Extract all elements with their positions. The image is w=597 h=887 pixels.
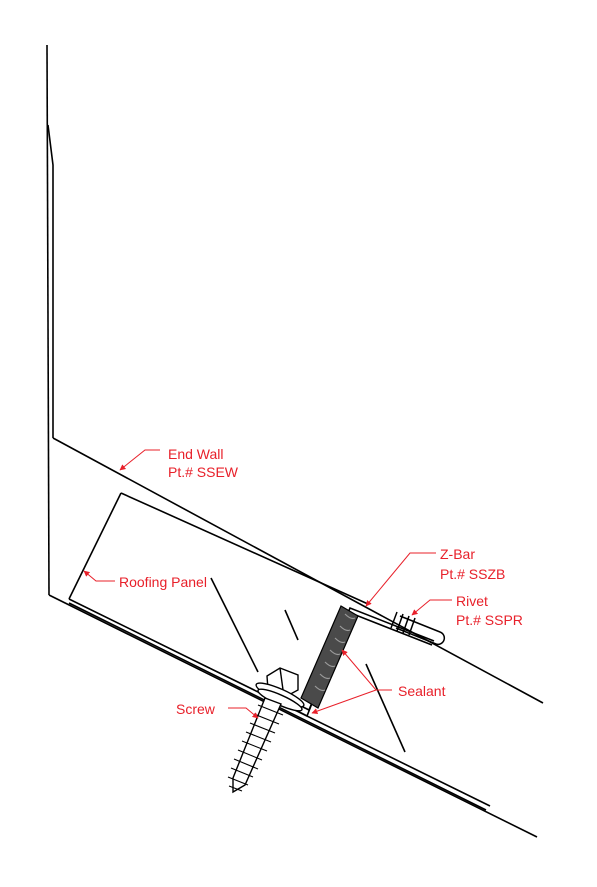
end-wall-part-label: Pt.# SSEW [168, 464, 239, 480]
z-bar-label: Z-Bar [440, 546, 475, 562]
leader-lines [83, 449, 452, 719]
screw-label: Screw [176, 701, 216, 717]
sealant-label: Sealant [398, 683, 446, 699]
z-bar-part-label: Pt.# SSZB [440, 566, 505, 582]
end-wall-label: End Wall [168, 446, 224, 462]
rivet-part-label: Pt.# SSPR [456, 612, 523, 628]
rivet-label: Rivet [456, 593, 488, 609]
sealant-bead [300, 605, 359, 709]
rivet-leader [411, 599, 452, 616]
end-wall [46, 44, 544, 704]
z-bar-leader [365, 552, 436, 607]
end-wall-leader [119, 449, 160, 471]
rivet [390, 611, 446, 646]
screw-leader [228, 707, 259, 719]
sealant-leader-a [341, 649, 392, 691]
roof-deck-line [48, 594, 538, 838]
screw [227, 667, 305, 794]
roofing-panel-label: Roofing Panel [119, 574, 207, 590]
roofing-panel-leader [83, 570, 115, 582]
sealant-leader-b [311, 689, 377, 714]
roofing-panel [68, 492, 491, 811]
